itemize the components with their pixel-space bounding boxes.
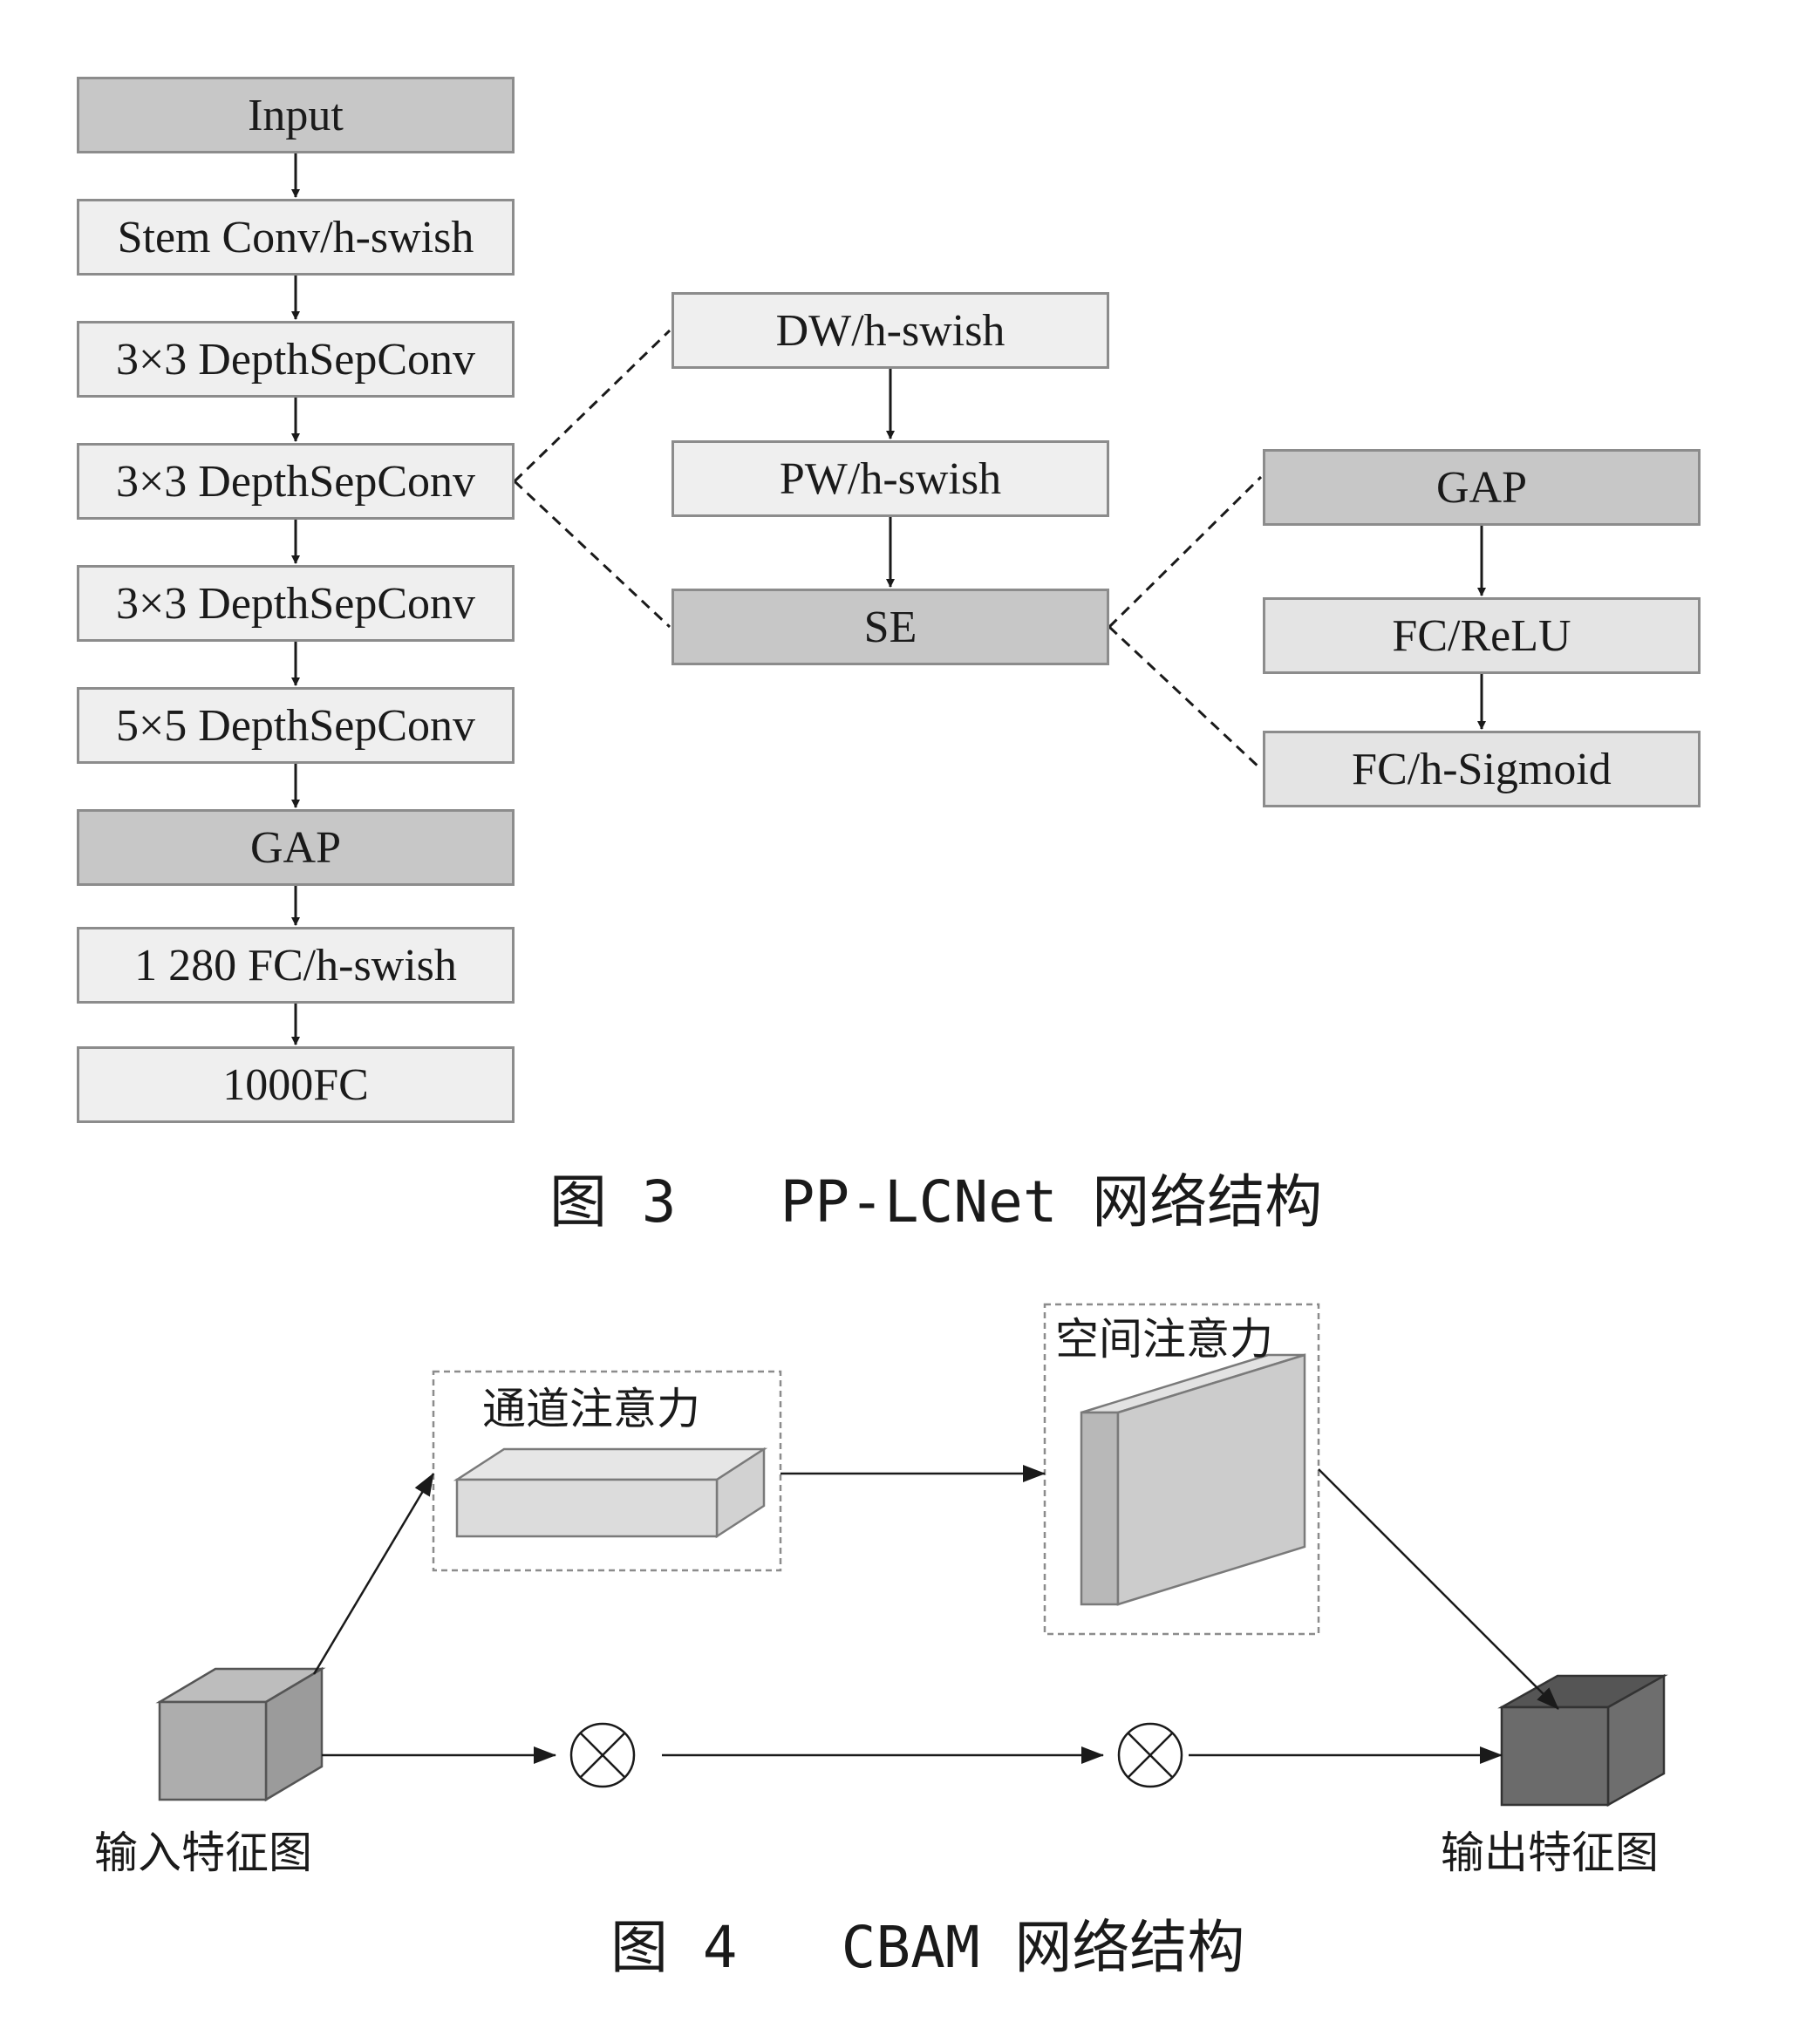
arrow-input-to-channel <box>312 1473 435 1675</box>
channel-attention-block <box>453 1447 768 1539</box>
expand-line-se-bottom <box>1108 625 1263 771</box>
fig3-connectors <box>291 153 1486 1045</box>
detail-node-pw: PW/h-swish <box>671 440 1109 517</box>
detail-node-dw: DW/h-swish <box>671 292 1109 369</box>
input-feature-label: 输入特征图 <box>94 1828 312 1878</box>
se-node-fc-relu: FC/ReLU <box>1263 597 1701 674</box>
figure3-caption: 图 3 PP-LCNet 网络结构 <box>549 1168 1323 1236</box>
se-node-fc-hsigmoid: FC/h-Sigmoid <box>1263 731 1701 807</box>
output-feature-cube <box>1497 1673 1668 1808</box>
main-node-stem-conv: Stem Conv/h-swish <box>77 199 515 276</box>
expand-line-depthsep-top <box>513 329 671 483</box>
main-node-fc-1280: 1 280 FC/h-swish <box>77 927 515 1004</box>
arrow-spatial-to-output <box>1318 1468 1559 1710</box>
main-node-depthsepconv-2: 3×3 DepthSepConv <box>77 443 515 520</box>
spatial-attention-label: 空间注意力 <box>1055 1314 1273 1365</box>
output-feature-label: 输出特征图 <box>1441 1828 1659 1878</box>
expand-line-se-top <box>1108 475 1263 629</box>
cbam-diagram <box>155 1303 1668 1808</box>
channel-attention-label: 通道注意力 <box>482 1384 700 1434</box>
se-node-gap: GAP <box>1263 449 1701 526</box>
main-node-input: Input <box>77 77 515 153</box>
main-node-depthsepconv-5x5: 5×5 DepthSepConv <box>77 687 515 764</box>
figure4-caption: 图 4 CBAM 网络结构 <box>610 1914 1245 1981</box>
expand-line-depthsep-bottom <box>513 480 671 629</box>
detail-node-se: SE <box>671 589 1109 665</box>
main-node-gap: GAP <box>77 809 515 886</box>
channel-attention-box <box>432 1370 782 1572</box>
main-node-fc-1000: 1000FC <box>77 1046 515 1123</box>
multiply-operator-2 <box>1117 1722 1183 1788</box>
multiply-operator-1 <box>569 1722 636 1788</box>
input-feature-cube <box>155 1666 326 1802</box>
main-node-depthsepconv-3: 3×3 DepthSepConv <box>77 565 515 642</box>
spatial-attention-block <box>1080 1353 1306 1606</box>
main-node-depthsepconv-1: 3×3 DepthSepConv <box>77 321 515 398</box>
